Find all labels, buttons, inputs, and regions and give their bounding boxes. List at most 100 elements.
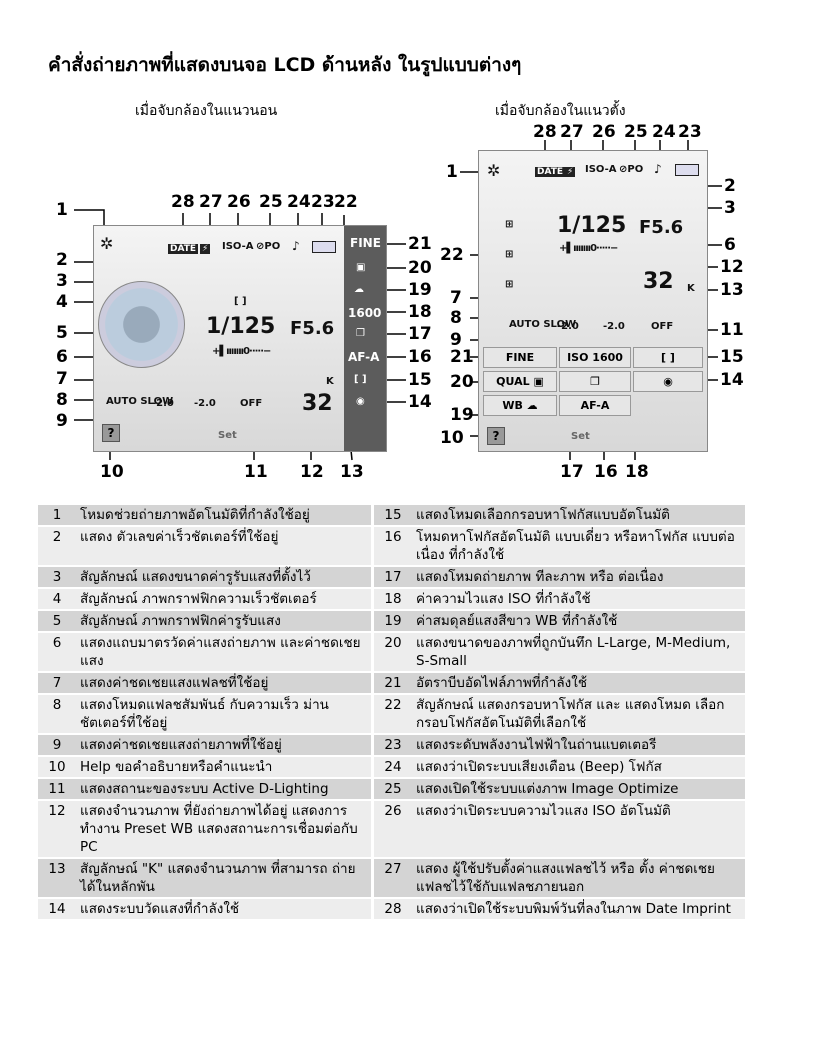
legend-description: แสดงว่าเปิดระบบเสียงเตือน (Beep) โฟกัส: [412, 756, 745, 779]
release-mode-cell[interactable]: ❐: [559, 371, 631, 392]
callout-12: 12: [300, 462, 324, 482]
iso-auto-indicator: ISO-A: [585, 164, 617, 175]
legend-number: 16: [372, 526, 412, 567]
legend-description: แสดงเปิดใช้ระบบแต่งภาพ Image Optimize: [412, 778, 745, 801]
legend-number: 4: [38, 588, 76, 611]
focus-area-brackets: [ ]: [234, 296, 247, 307]
callout-14: 14: [408, 392, 432, 412]
legend-number: 6: [38, 632, 76, 673]
callout-21: 21: [408, 234, 432, 254]
wb-cell[interactable]: WB ☁: [483, 395, 557, 416]
callout-6: 6: [724, 235, 736, 255]
callout-1: 1: [56, 200, 68, 220]
metering-icon: ◉: [356, 396, 365, 407]
lcd-vertical: ✲ DATE ⚡ ISO-A ⊘PO ♪ ⊞ ⊞ ⊞ 1/125 F5.6 +▌…: [478, 150, 708, 452]
legend-description: ค่าสมดุลย์แสงสีขาว WB ที่กำลังใช้: [412, 610, 745, 633]
callout-9: 9: [450, 330, 462, 350]
callout-22: 22: [440, 245, 464, 265]
aperture-value: F5.6: [290, 318, 335, 339]
image-size-icon: ▣: [356, 262, 366, 273]
iso-cell[interactable]: ISO 1600: [559, 347, 631, 368]
legend-description: แสดงโหมดเลือกกรอบหาโฟกัสแบบอัตโนมัติ: [412, 505, 745, 527]
legend-number: 14: [38, 898, 76, 921]
callout-11: 11: [244, 462, 268, 482]
legend-number: 28: [372, 898, 412, 921]
callout-8: 8: [450, 308, 462, 328]
legend-number: 19: [372, 610, 412, 633]
shutter-speed: 1/125: [206, 314, 276, 339]
callout-6: 6: [56, 347, 68, 367]
legend-number: 8: [38, 694, 76, 735]
callout-10: 10: [100, 462, 124, 482]
wb-icon: ☁: [354, 284, 364, 295]
focus-point-icon: ⊞: [505, 249, 514, 260]
callout-15: 15: [720, 347, 744, 367]
help-icon[interactable]: ?: [487, 427, 505, 445]
page-title: คำสั่งถ่ายภาพที่แสดงบนจอ LCD ด้านหลัง ใน…: [48, 54, 522, 76]
legend-description: แสดงค่าชดเชยแสงถ่ายภาพที่ใช้อยู่: [76, 734, 374, 757]
legend-number: 26: [372, 800, 412, 859]
focus-point-icon: ⊞: [505, 219, 514, 230]
legend-description: แสดง ตัวเลขค่าเร็วชัตเตอร์ที่ใช้อยู่: [76, 526, 374, 567]
focus-point-icon: ⊞: [505, 279, 514, 290]
beep-indicator: ♪: [292, 239, 300, 253]
exposure-meter: +▌ııııııı0·····−: [212, 346, 271, 357]
legend-description: Help ขอคำอธิบายหรือคำแนะนำ: [76, 756, 374, 779]
optimize-indicator: ⊘PO: [619, 164, 644, 175]
setup-label: Set: [571, 431, 590, 442]
battery-icon: [675, 164, 699, 176]
release-mode-icon: ❐: [356, 328, 365, 339]
legend-description: สัญลักษณ์ "K" แสดงจำนวนภาพ ที่สามารถ ถ่า…: [76, 858, 374, 899]
callout-28: 28: [171, 192, 195, 212]
legend-number: 17: [372, 566, 412, 589]
lcd-horizontal: ✲ DATE ⚡ ISO-A ⊘PO ♪ [ ] 1/125 F5.6 +▌ıı…: [93, 225, 387, 452]
help-icon[interactable]: ?: [102, 424, 120, 442]
legend-description: แสดงค่าชดเชยแสงแฟลชที่ใช้อยู่: [76, 672, 374, 695]
quality-indicator: FINE: [350, 236, 381, 250]
legend-description: แสดงระดับพลังงานไฟฟ้าในถ่านแบตเตอรี: [412, 734, 745, 757]
adl-indicator: OFF: [651, 321, 674, 332]
legend-description: แสดงระบบวัดแสงที่กำลังใช้: [76, 898, 374, 921]
legend-number: 20: [372, 632, 412, 673]
callout-3: 3: [724, 198, 736, 218]
image-size-cell[interactable]: QUAL ▣: [483, 371, 557, 392]
aperture-graphic: [98, 281, 185, 368]
quality-cell[interactable]: FINE: [483, 347, 557, 368]
exposure-meter: +▌ııııııı0·····−: [559, 243, 618, 254]
beep-indicator: ♪: [654, 162, 662, 176]
callout-25: 25: [624, 122, 648, 142]
iso-auto-indicator: ISO-A: [222, 241, 254, 252]
flash-comp-value: -2.0: [603, 321, 625, 332]
af-mode-cell[interactable]: AF-A: [559, 395, 631, 416]
legend-description: แสดงโหมดถ่ายภาพ ทีละภาพ หรือ ต่อเนื่อง: [412, 566, 745, 589]
legend-number: 12: [38, 800, 76, 859]
callout-2: 2: [724, 176, 736, 196]
metering-cell[interactable]: ◉: [633, 371, 703, 392]
caption-vertical: เมื่อจับกล้องในแนวตั้ง: [495, 103, 626, 119]
callout-18: 18: [625, 462, 649, 482]
legend-number: 22: [372, 694, 412, 735]
legend-number: 24: [372, 756, 412, 779]
af-area-indicator: [ ]: [354, 374, 367, 385]
callout-23: 23: [311, 192, 335, 212]
legend-description: สัญลักษณ์ แสดงกรอบหาโฟกัส และ แสดงโหมด เ…: [412, 694, 745, 735]
callout-9: 9: [56, 411, 68, 431]
legend-description: แสดงว่าเปิดใช้ระบบพิมพ์วันที่ลงในภาพ Dat…: [412, 898, 745, 921]
legend-number: 11: [38, 778, 76, 801]
frames-remaining: 32: [643, 269, 674, 294]
legend-description: สัญลักษณ์ ภาพกราฟฟิกความเร็วชัตเตอร์: [76, 588, 374, 611]
af-area-cell[interactable]: [ ]: [633, 347, 703, 368]
legend-number: 1: [38, 505, 76, 527]
callout-25: 25: [259, 192, 283, 212]
callout-22: 22: [334, 192, 358, 212]
callout-23: 23: [678, 122, 702, 142]
adl-indicator: OFF: [240, 398, 263, 409]
